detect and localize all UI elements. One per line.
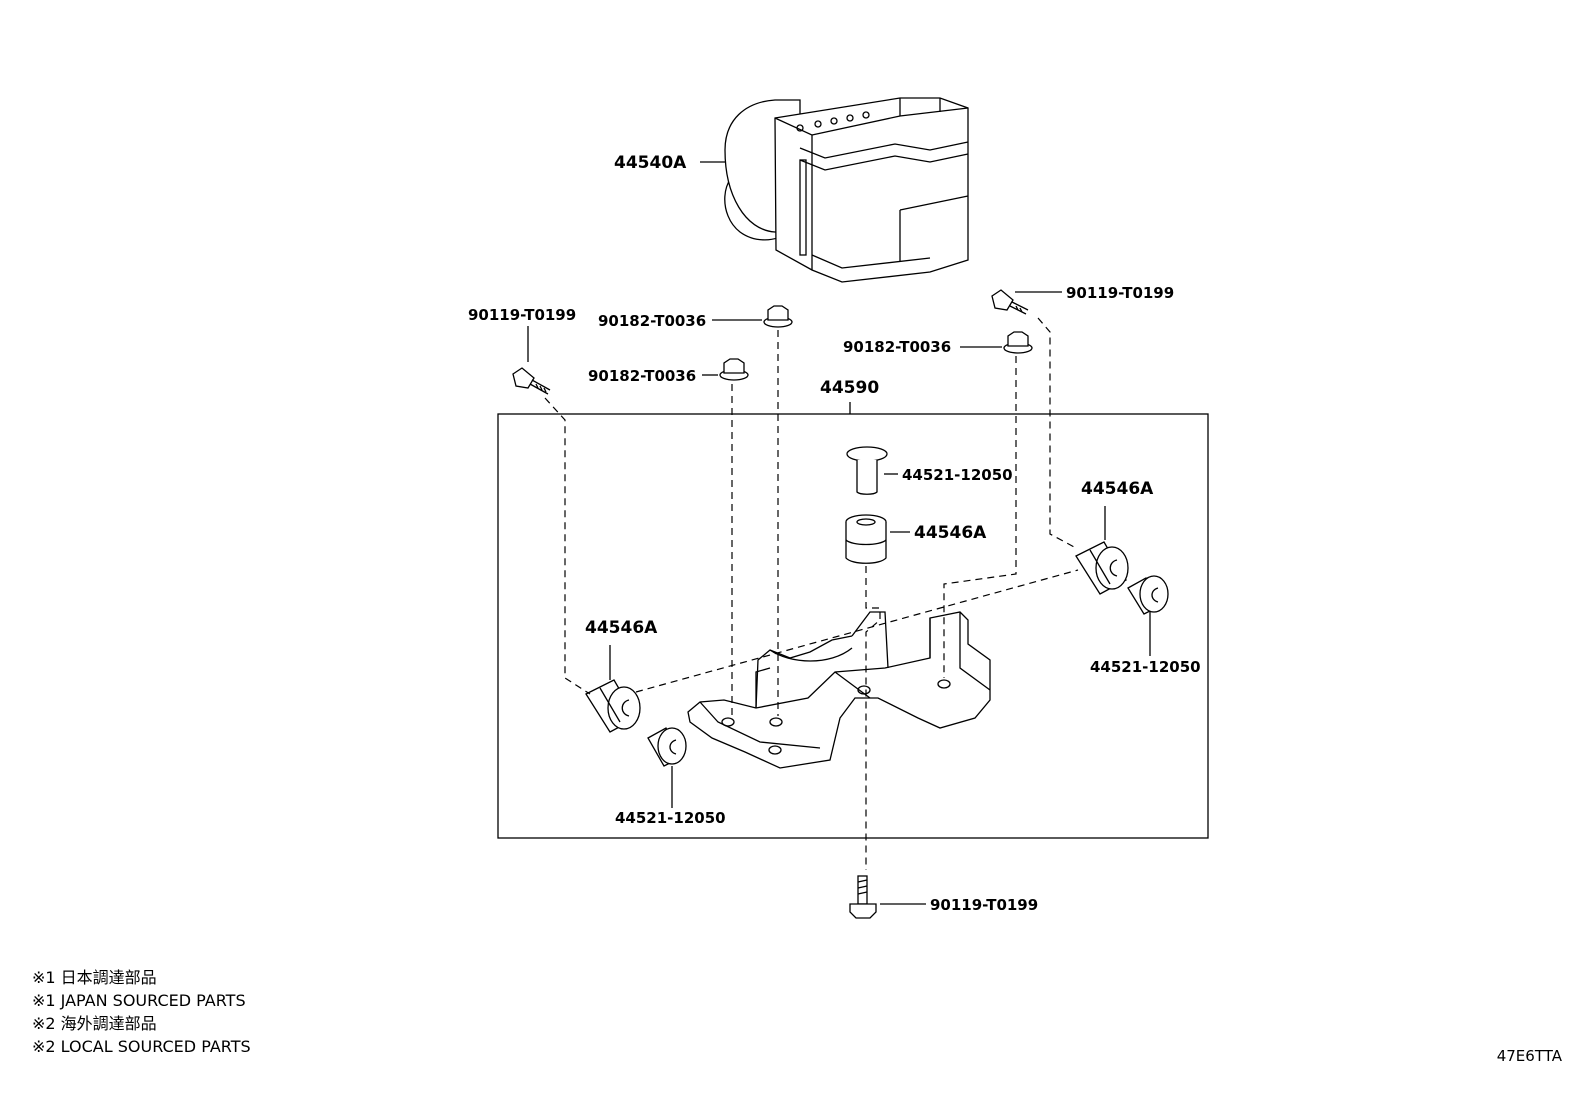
- note-line-3: ※2 海外調達部品: [32, 1014, 157, 1033]
- label-cushion-right[interactable]: 44546A: [1081, 479, 1154, 499]
- assembly-box: [497, 413, 1209, 839]
- abs-actuator-drawing[interactable]: [724, 97, 969, 283]
- label-actuator-44540A[interactable]: 44540A: [614, 153, 687, 173]
- note-line-1: ※1 日本調達部品: [32, 968, 157, 987]
- notes-block: ※1 日本調達部品 ※1 JAPAN SOURCED PARTS ※2 海外調達…: [32, 966, 251, 1058]
- bolt-bottom-drawing[interactable]: [849, 875, 877, 919]
- label-collar-right[interactable]: 44521-12050: [1090, 658, 1201, 676]
- note-line-2: ※1 JAPAN SOURCED PARTS: [32, 991, 246, 1010]
- collar-left-drawing[interactable]: [647, 727, 687, 767]
- label-nut-left[interactable]: 90182-T0036: [588, 367, 696, 385]
- collar-center-drawing[interactable]: [846, 446, 888, 495]
- bolt-top-right-drawing[interactable]: [991, 289, 1029, 315]
- label-cushion-left[interactable]: 44546A: [585, 618, 658, 638]
- bolt-top-left-drawing[interactable]: [512, 367, 551, 395]
- label-nut-right[interactable]: 90182-T0036: [843, 338, 951, 356]
- label-cushion-center[interactable]: 44546A: [914, 523, 987, 543]
- label-bolt-top-right[interactable]: 90119-T0199: [1066, 284, 1174, 302]
- label-bolt-bottom[interactable]: 90119-T0199: [930, 896, 1038, 914]
- note-line-4: ※2 LOCAL SOURCED PARTS: [32, 1037, 251, 1056]
- cushion-center-drawing[interactable]: [845, 514, 887, 564]
- label-collar-left[interactable]: 44521-12050: [615, 809, 726, 827]
- cushion-right-drawing[interactable]: [1075, 541, 1129, 595]
- nut-right-drawing[interactable]: [1003, 331, 1033, 354]
- assembly-guide-lines: [544, 317, 1079, 870]
- nut-top-center-drawing[interactable]: [763, 305, 793, 328]
- drawing-code: 47E6TTA: [1496, 1047, 1562, 1065]
- label-bolt-top-left[interactable]: 90119-T0199: [468, 306, 576, 324]
- nut-left-drawing[interactable]: [719, 358, 749, 381]
- label-collar-center[interactable]: 44521-12050: [902, 466, 1013, 484]
- cushion-left-drawing[interactable]: [585, 679, 641, 733]
- bracket-drawing[interactable]: [687, 611, 991, 769]
- collar-right-drawing[interactable]: [1127, 575, 1169, 615]
- label-assembly-44590[interactable]: 44590: [820, 378, 879, 398]
- label-nut-top-center[interactable]: 90182-T0036: [598, 312, 706, 330]
